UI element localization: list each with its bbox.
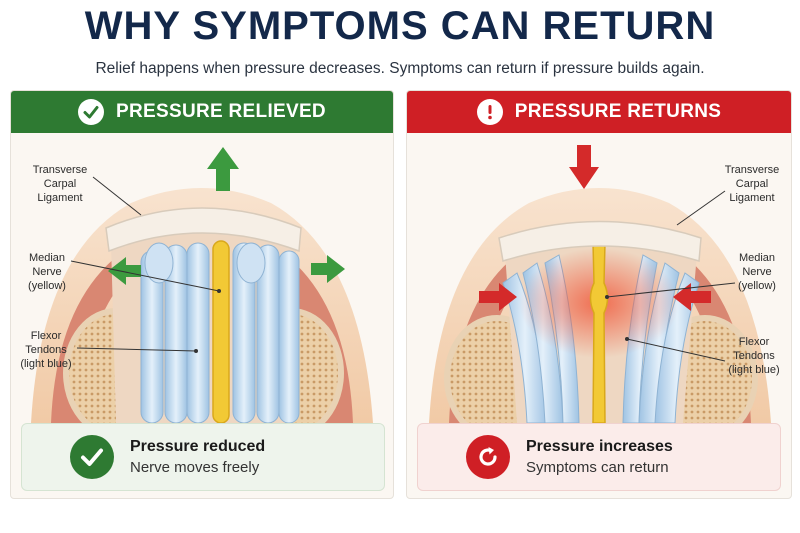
transverse-carpal-ligament: [498, 220, 702, 262]
median-nerve-label: Median Nerve (yellow): [28, 252, 66, 292]
status-subtitle: Symptoms can return: [526, 459, 669, 476]
check-icon: [70, 435, 114, 479]
right-arrow-icon: [311, 255, 345, 283]
check-circle-icon: [78, 99, 105, 125]
status-card: Pressure reduced Nerve moves freely: [21, 423, 385, 491]
page-subtitle: Relief happens when pressure decreases. …: [95, 60, 705, 77]
carpal-tunnel-compressed-illustration: [429, 145, 771, 423]
page-title: WHY SYMPTOMS CAN RETURN: [84, 4, 716, 48]
left-arrow-icon: [108, 257, 141, 285]
median-nerve: [589, 242, 609, 423]
pressure-relieved-panel: PRESSURE RELIEVED: [10, 90, 394, 499]
status-title: Pressure reduced: [130, 438, 266, 455]
recurring-arrow-icon: [466, 435, 510, 479]
median-nerve: [212, 240, 230, 423]
pressure-returns-banner: PRESSURE RETURNS: [407, 91, 791, 133]
banner-label: PRESSURE RELIEVED: [116, 101, 326, 122]
ligament-label: Transverse Carpal Ligament: [724, 164, 780, 204]
banner-label: PRESSURE RETURNS: [514, 101, 722, 122]
median-nerve-label: Median Nerve (yellow): [738, 252, 776, 292]
flexor-tendons-label: Flexor Tendons (light blue): [20, 330, 72, 370]
status-subtitle: Nerve moves freely: [130, 459, 260, 476]
pressure-relieved-banner: PRESSURE RELIEVED: [11, 91, 393, 133]
carpal-tunnel-relieved-illustration: [31, 147, 373, 423]
inward-arrow-left-icon: [479, 283, 517, 311]
status-title: Pressure increases: [526, 438, 673, 455]
exclamation-circle-icon: [476, 99, 503, 125]
pressure-returns-panel: PRESSURE RETURNS: [406, 90, 792, 499]
transverse-carpal-ligament: [105, 207, 302, 253]
flexor-tendons-label: Flexor Tendons (light blue): [728, 336, 780, 376]
inward-arrow-right-icon: [673, 283, 711, 311]
status-card: Pressure increases Symptoms can return: [417, 423, 781, 491]
ligament-label: Transverse Carpal Ligament: [32, 164, 88, 204]
down-arrow-icon: [569, 145, 599, 189]
flexor-tendons: [140, 242, 300, 423]
up-arrow-icon: [207, 147, 239, 191]
